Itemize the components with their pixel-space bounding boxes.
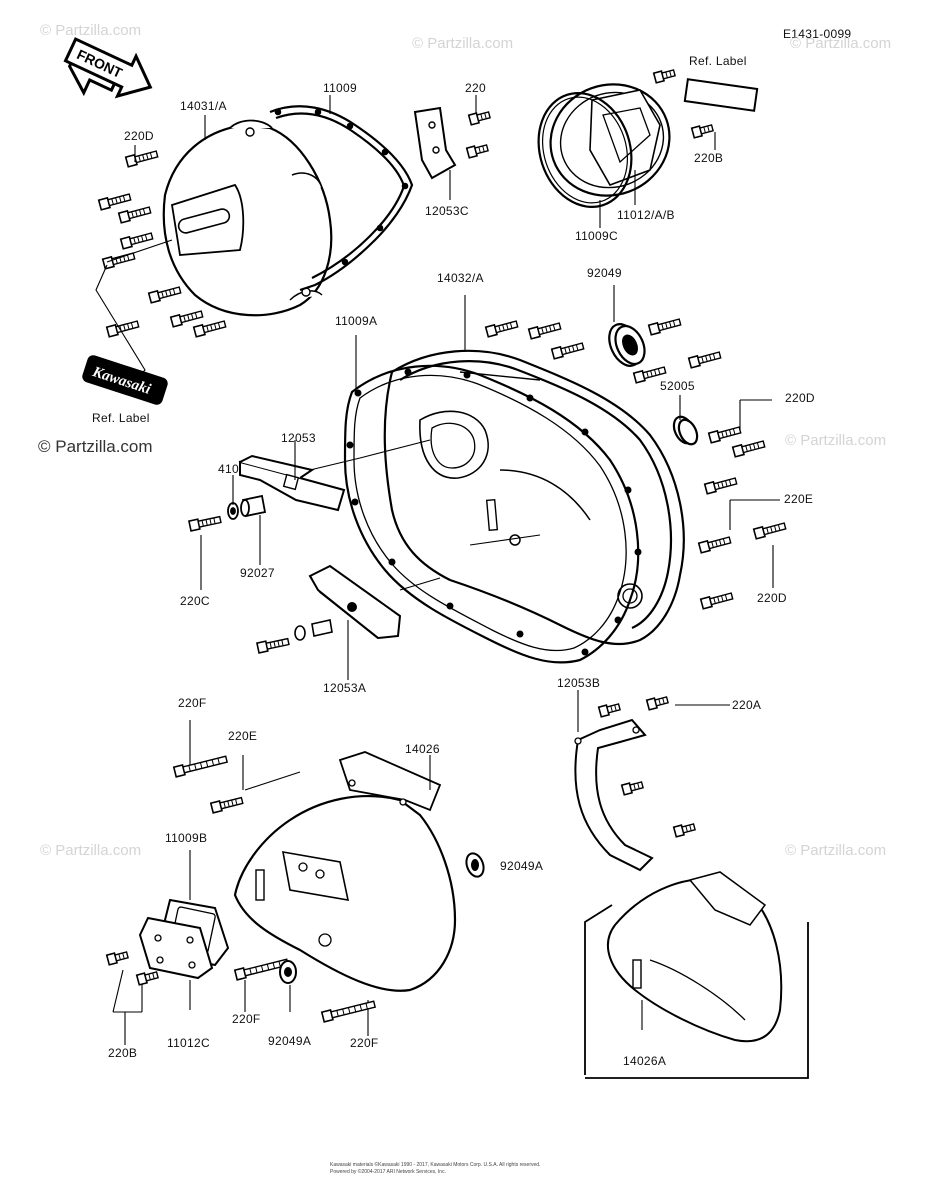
label-220f-b: 220F [232,1012,261,1026]
label-220d-r2: 220D [757,591,787,605]
sprocket-cover-14026a [606,871,783,1043]
label-220b-b: 220B [108,1046,138,1060]
label-92027: 92027 [240,566,275,580]
washer-410 [227,502,239,520]
label-12053: 12053 [281,431,316,445]
chain-guide-12053a [308,564,402,640]
label-14026: 14026 [405,742,440,756]
label-14026a: 14026A [623,1054,667,1068]
watermark-6: © Partzilla.com [785,842,887,859]
label-12053c: 12053C [425,204,469,218]
label-220b-top: 220B [694,151,724,165]
label-11012ab: 11012/A/B [617,208,675,222]
copyright-line-1: Kawasaki materials ©Kawasaki 1990 - 2017… [330,1162,541,1168]
gasket-11009a [343,364,642,664]
seal-92049a-right [465,852,485,878]
diagram-code: E1431-0099 [783,27,852,41]
spacer-12053a [294,619,333,641]
leader-lines-bottom [112,720,431,1045]
label-11009: 11009 [323,81,357,95]
bracket-12053c [413,106,457,180]
label-11009c: 11009C [575,229,618,243]
watermark-1: © Partzilla.com [40,22,142,39]
label-410: 410 [218,462,239,476]
leader-lines-right [200,285,780,680]
alt-cover-frame [584,904,809,1079]
label-220f-c: 220F [350,1036,379,1050]
sprocket-cover-14026 [233,751,457,992]
chain-cover-14032 [383,349,685,646]
ref-label-plate-top [683,78,759,112]
label-11012c: 11012C [167,1036,210,1050]
label-220f-a: 220F [178,696,207,710]
label-92049a-r: 92049A [500,859,544,873]
watermark-3: © Partzilla.com [790,35,892,52]
leader-lines-12053b [577,690,730,732]
label-11009b: 11009B [165,831,208,845]
label-14031a: 14031/A [180,99,227,113]
label-ref-label-left: Ref. Label [92,411,150,425]
label-220d-tl: 220D [124,129,154,143]
alternator-cover-14031 [162,119,333,317]
label-220a: 220A [732,698,762,712]
label-220d-r1: 220D [785,391,815,405]
watermark-2: © Partzilla.com [412,35,514,52]
leader-lines-tr [599,132,716,228]
copyright-line-2: Powered by ©2004-2017 ARI Network Servic… [330,1169,446,1175]
collar-92027 [240,494,267,518]
watermark-strong: © Partzilla.com [38,437,153,456]
label-220c: 220C [180,594,210,608]
label-11009a: 11009A [335,314,378,328]
bracket-12053b [574,718,654,872]
label-52005: 52005 [660,379,695,393]
spacer-92049a-bottom [279,960,297,984]
front-arrow-icon: FRONT [63,37,153,99]
label-ref-label-top: Ref. Label [689,54,747,68]
label-220e-r: 220E [784,492,814,506]
bolts-group-12053b [597,694,697,838]
cover-11012c [138,916,214,980]
gasket-11009c [537,92,633,208]
inspection-cover-11012 [549,83,671,197]
kawasaki-emblem: Kawasaki [82,355,168,405]
watermark-4: © Partzilla.com [785,432,887,449]
bushing-52005 [672,415,699,446]
label-14032a: 14032/A [437,271,484,285]
label-12053a: 12053A [323,681,367,695]
oil-seal-92049 [608,323,646,367]
label-12053b: 12053B [557,676,601,690]
label-220-top: 220 [465,81,486,95]
label-92049: 92049 [587,266,622,280]
label-220e-b: 220E [228,729,258,743]
chain-guide-12053 [239,454,346,512]
watermark-5: © Partzilla.com [40,842,142,859]
label-92049a-b: 92049A [268,1034,312,1048]
